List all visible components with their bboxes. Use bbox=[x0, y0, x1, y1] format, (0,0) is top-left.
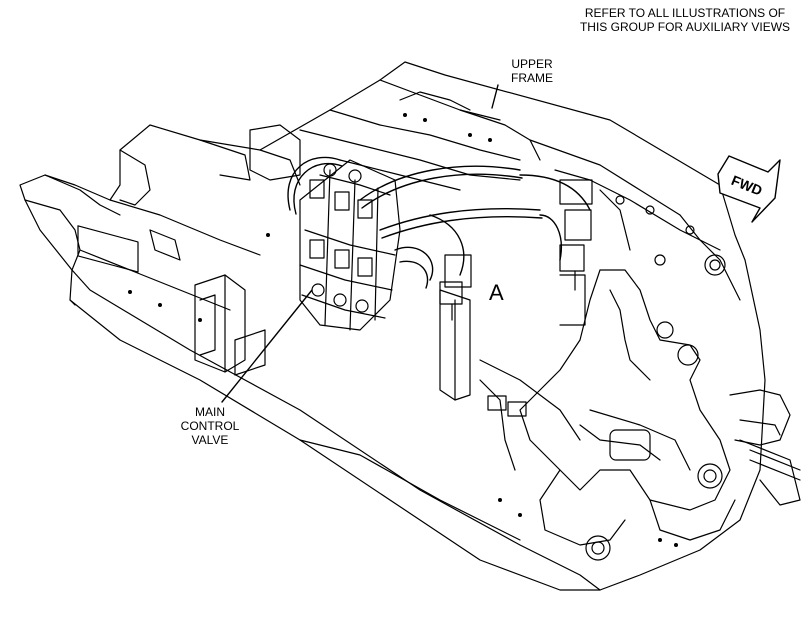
main-control-valve-label-line-3: VALVE bbox=[191, 433, 229, 447]
upper-frame-leader bbox=[491, 84, 499, 109]
hydraulic-hoses bbox=[287, 156, 591, 289]
main-control-valve-label-line-2: CONTROL bbox=[180, 419, 240, 433]
left-rails bbox=[24, 124, 301, 311]
main-control-valve-label: MAIN CONTROL VALVE bbox=[170, 405, 250, 447]
right-side-mounts bbox=[615, 195, 801, 506]
center-stand bbox=[439, 274, 586, 471]
main-control-valve-label-line-1: MAIN bbox=[195, 405, 225, 419]
fwd-arrow: FWD bbox=[717, 155, 781, 223]
reference-note-line-1: REFER TO ALL ILLUSTRATIONS OF bbox=[584, 6, 786, 20]
solenoid-blocks bbox=[439, 179, 593, 321]
left-mount-block bbox=[194, 274, 266, 376]
main-control-valve bbox=[299, 159, 401, 331]
view-marker-a: A bbox=[489, 280, 504, 305]
upper-frame-label-line-1: UPPER bbox=[511, 57, 553, 71]
reference-note: REFER TO ALL ILLUSTRATIONS OF THIS GROUP… bbox=[560, 6, 810, 34]
main-control-valve-leader bbox=[221, 289, 313, 403]
frame-outline bbox=[19, 61, 766, 591]
upper-frame-label: UPPER FRAME bbox=[497, 57, 567, 85]
bolt-holes bbox=[128, 113, 678, 547]
reference-note-line-2: THIS GROUP FOR AUXILIARY VIEWS bbox=[579, 20, 791, 34]
boom-foot-bracket bbox=[519, 269, 736, 561]
leader-lines bbox=[221, 84, 499, 403]
upper-frame-label-line-2: FRAME bbox=[511, 71, 553, 85]
interior-members bbox=[299, 79, 741, 301]
